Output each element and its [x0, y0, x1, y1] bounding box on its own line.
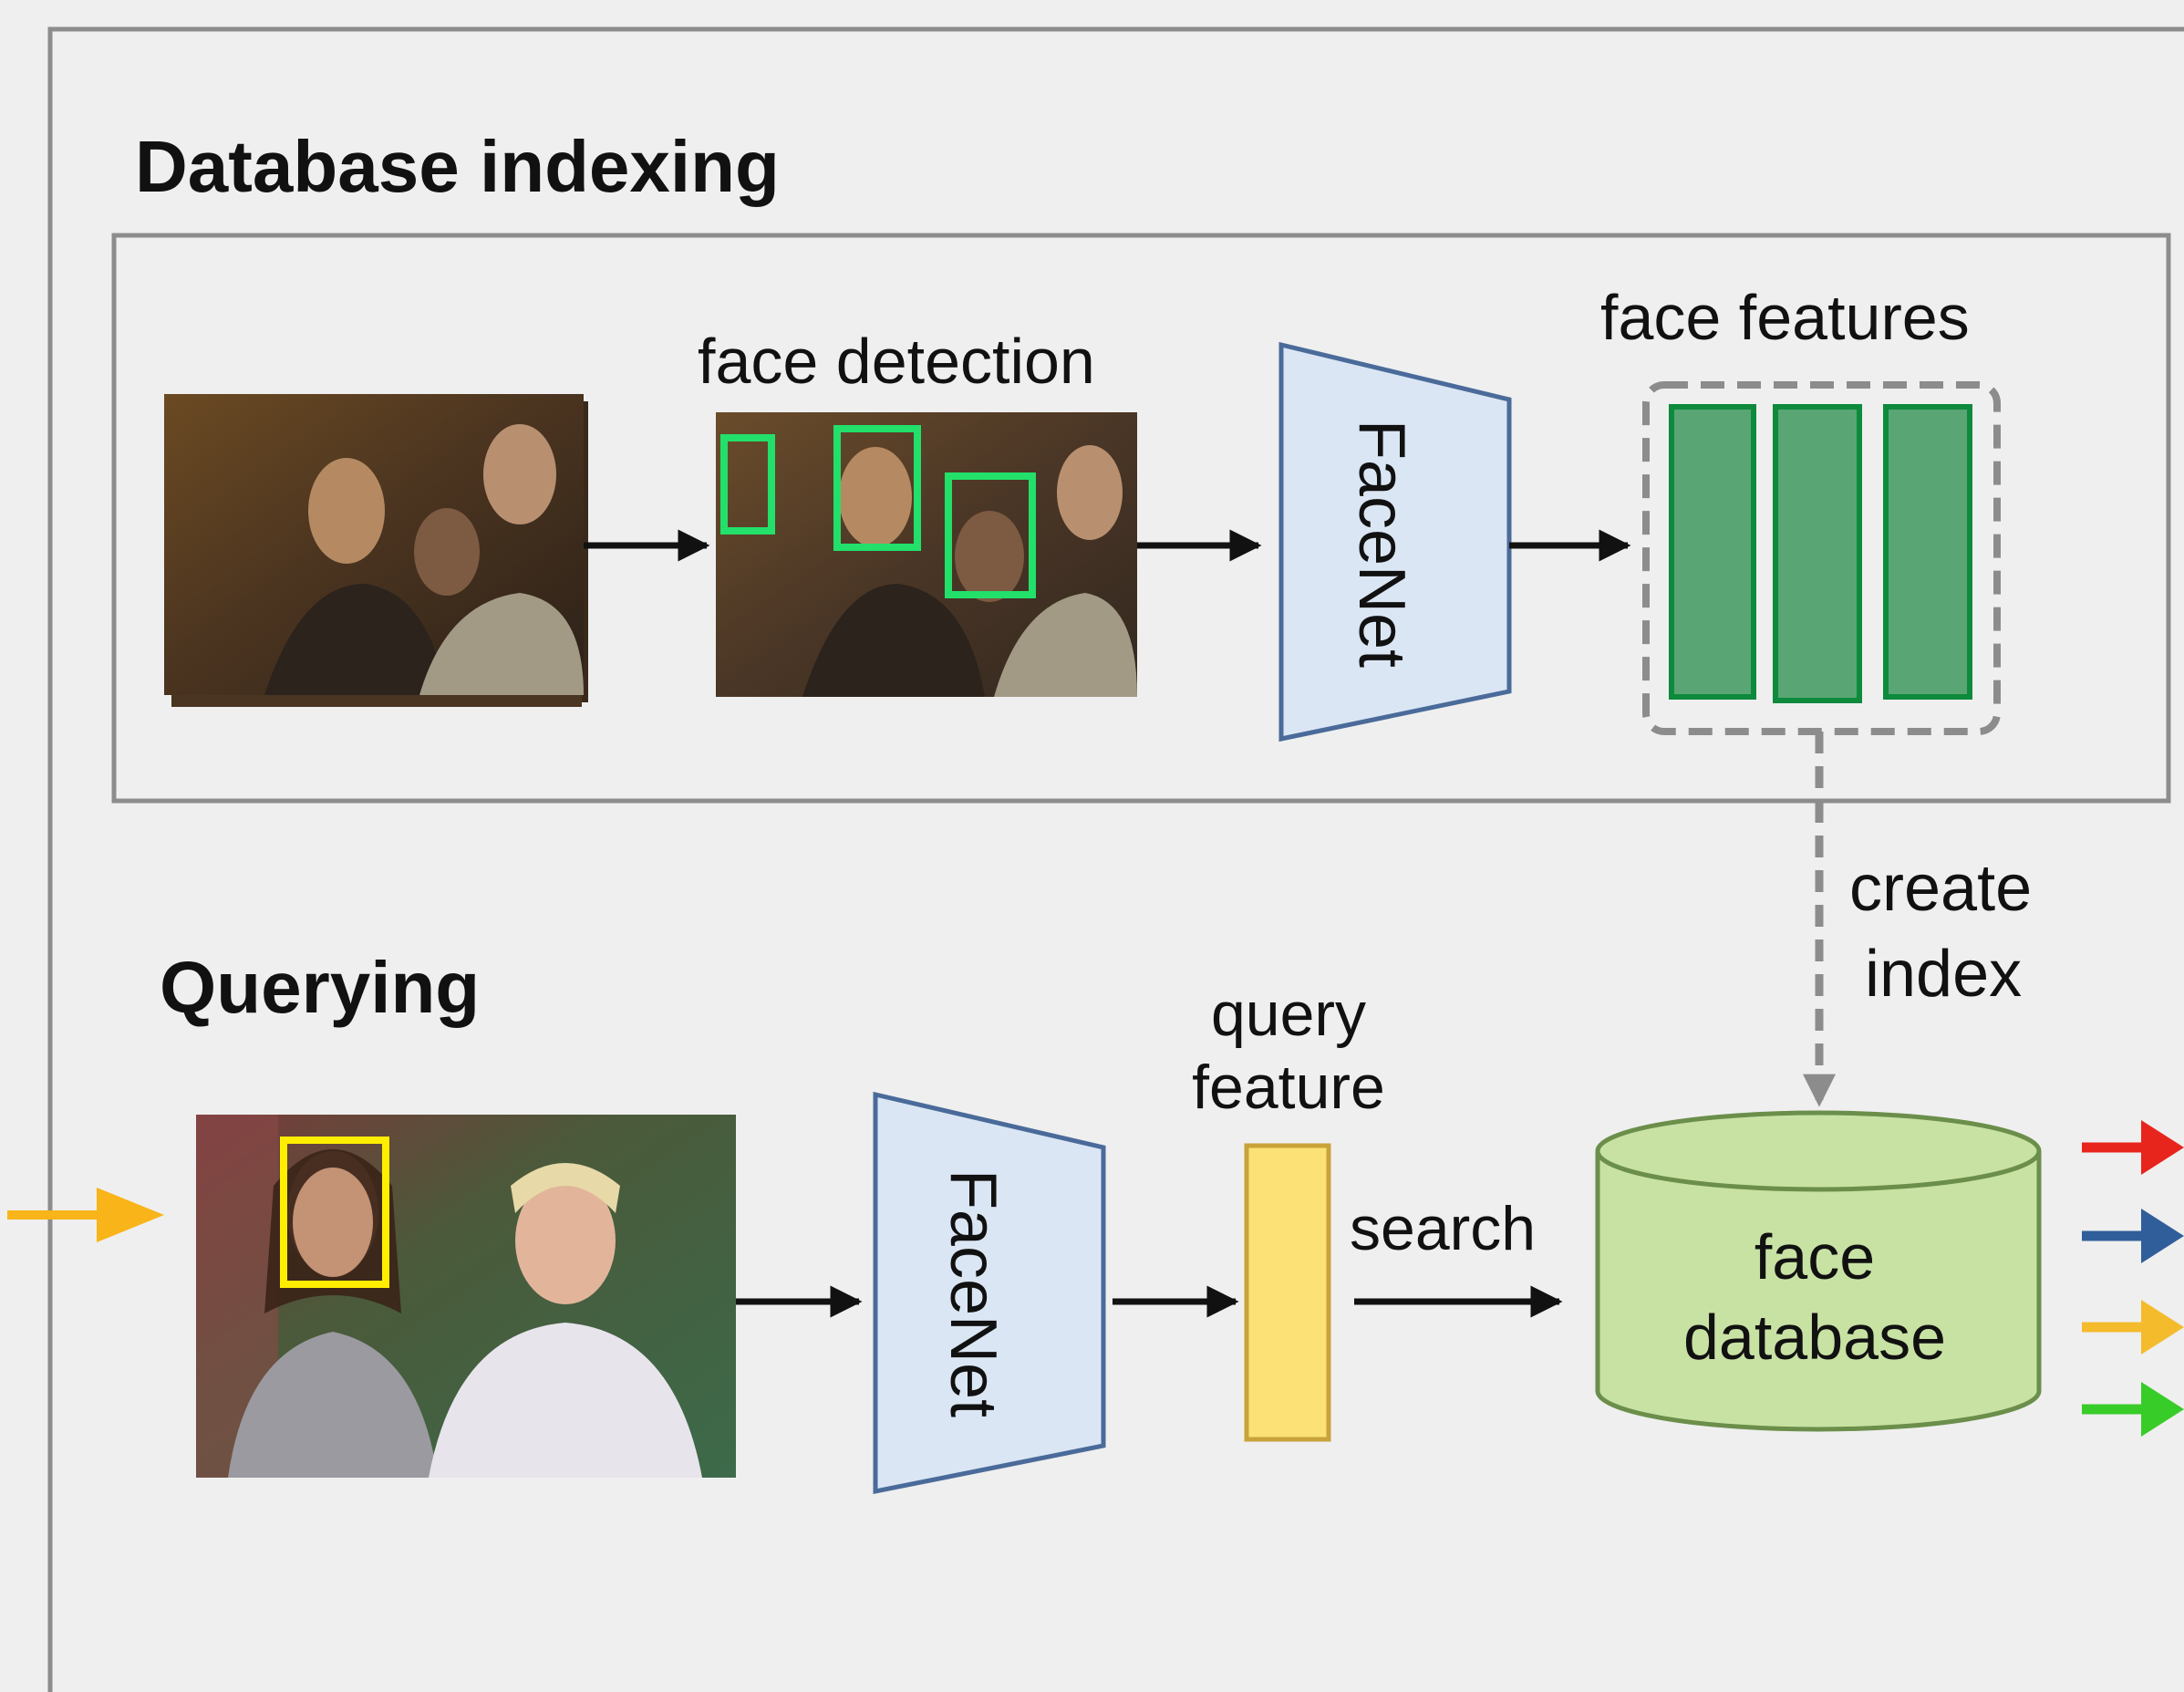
outer-frame: [47, 26, 2184, 1692]
indexing-panel: [111, 233, 2171, 804]
detection-box: [833, 425, 921, 551]
querying-title: Querying: [160, 947, 480, 1028]
query-feature-label-line1: query: [1211, 980, 1366, 1049]
facenet-label: FaceNet: [1345, 420, 1418, 668]
output-arrow-red: [2082, 1120, 2184, 1175]
search-label: search: [1350, 1194, 1536, 1263]
detection-box: [720, 434, 775, 535]
output-arrow-green: [2082, 1382, 2184, 1437]
query-feature-vector: [1244, 1143, 1331, 1442]
video-frames-image: [164, 394, 588, 707]
feature-vector: [1773, 404, 1862, 703]
database-label-line1: face: [1754, 1221, 1875, 1292]
query-face-box: [280, 1137, 389, 1288]
feature-vector: [1669, 404, 1756, 700]
facenet-block: FaceNet: [1278, 341, 1512, 742]
query-feature-label-line2: feature: [1192, 1053, 1385, 1122]
create-index-label-line2: index: [1865, 938, 2022, 1011]
database-label-line2: database: [1683, 1302, 1946, 1373]
face-features-group: [1642, 381, 2001, 735]
output-arrow-blue: [2082, 1209, 2184, 1263]
indexing-title: Database indexing: [135, 126, 780, 207]
detection-label: face detection: [698, 326, 1095, 397]
arrow-right-icon: [7, 1188, 164, 1242]
query-image: [196, 1115, 736, 1478]
features-label: face features: [1600, 282, 1970, 353]
database-cylinder-icon: face database: [1595, 1110, 2042, 1432]
output-arrow-yellow: [2082, 1300, 2184, 1355]
face-detection-image: [716, 412, 1137, 697]
create-index-label-line1: create: [1849, 852, 2032, 925]
facenet-label: FaceNet: [937, 1169, 1009, 1417]
facenet-block: FaceNet: [873, 1091, 1106, 1495]
feature-vector: [1883, 404, 1972, 700]
detection-box: [945, 472, 1036, 598]
